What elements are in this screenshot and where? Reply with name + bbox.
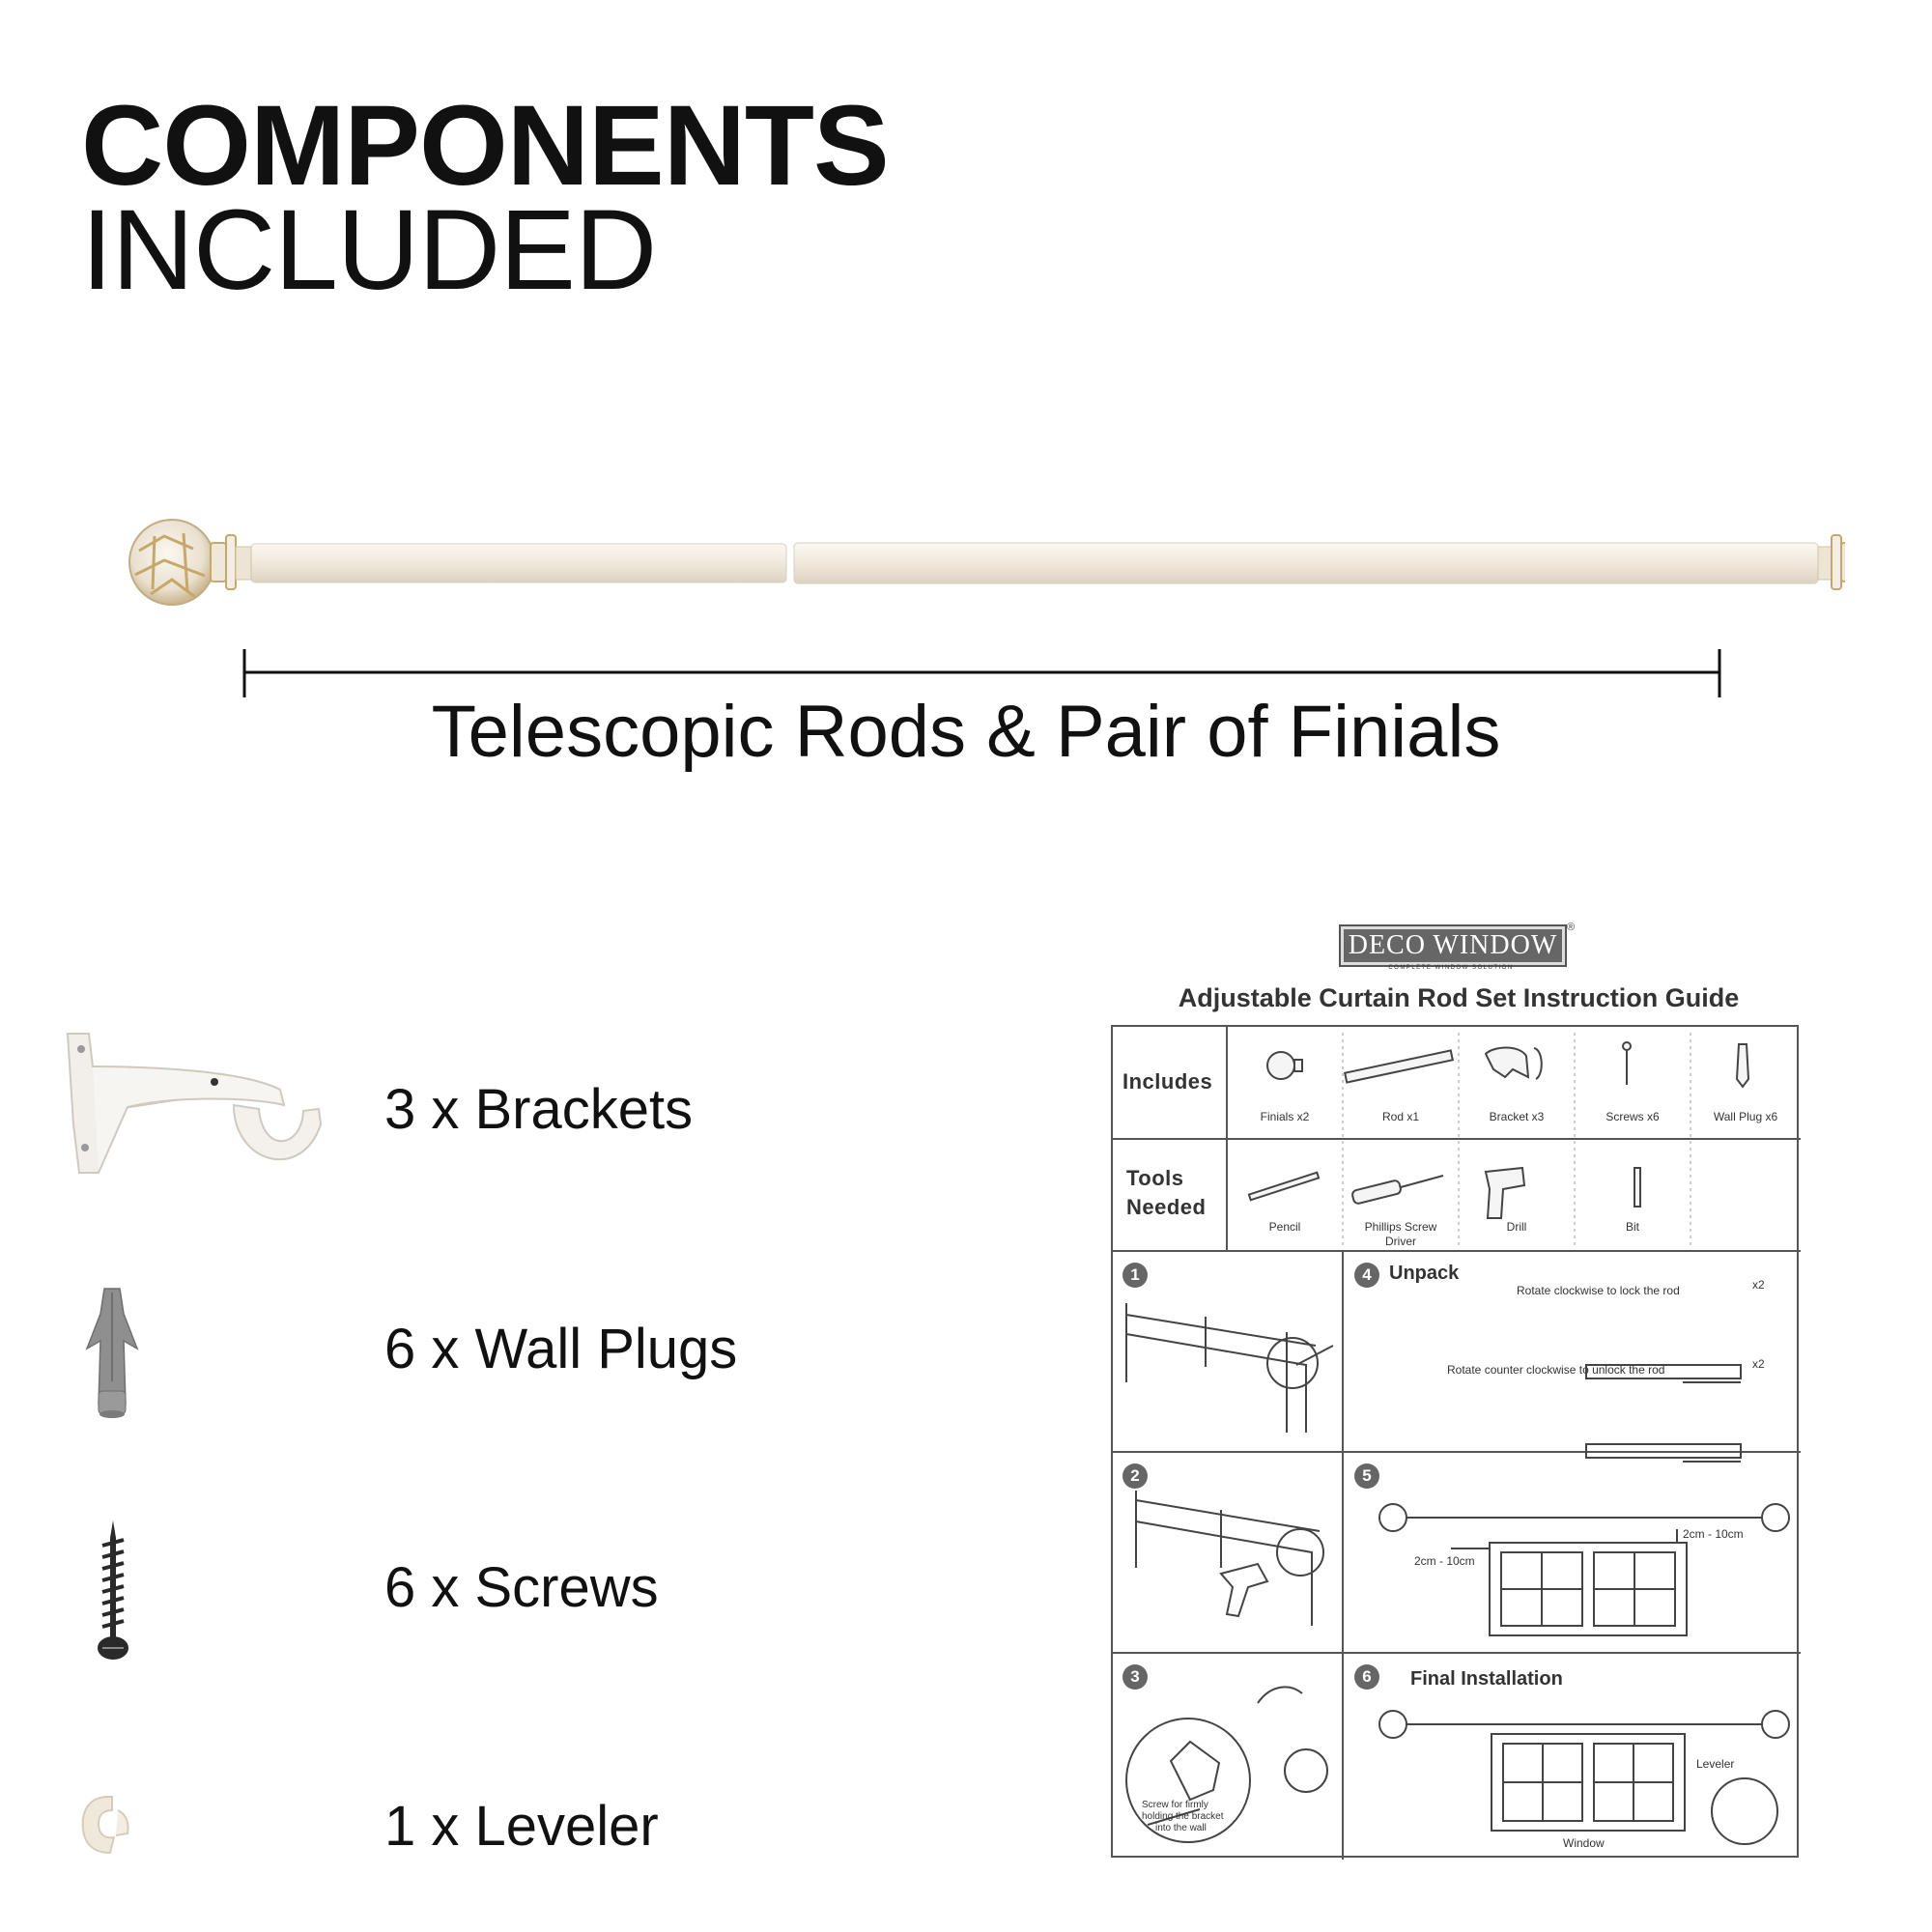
top-distance-label: 2cm - 10cm <box>1683 1527 1744 1541</box>
heading-line-2: INCLUDED <box>81 186 657 314</box>
rod-caption: Telescopic Rods & Pair of Finials <box>431 691 1501 773</box>
brand-tagline: COMPLETE WINDOW SOLUTION <box>1388 965 1514 971</box>
component-label-brackets: 3 x Brackets <box>384 1078 694 1141</box>
tool-screwdriver-line-2: Driver <box>1385 1235 1416 1248</box>
dimension-line <box>242 649 1721 697</box>
includes-heading: Includes <box>1122 1069 1213 1094</box>
side-distance-label: 2cm - 10cm <box>1414 1554 1475 1568</box>
screw-note-line-3: into the wall <box>1155 1823 1207 1833</box>
leveler-label: Leveler <box>1696 1757 1735 1771</box>
lock-instruction: Rotate clockwise to lock the rod <box>1517 1284 1680 1297</box>
screw-note-line-2: holding the bracket <box>1142 1811 1224 1822</box>
tool-pencil: Pencil <box>1268 1220 1301 1234</box>
component-label-leveler: 1 x Leveler <box>384 1795 659 1858</box>
component-label-screws: 6 x Screws <box>384 1556 659 1619</box>
include-wall-plug: Wall Plug x6 <box>1713 1110 1778 1123</box>
screw-icon <box>98 1520 128 1660</box>
guide-title: Adjustable Curtain Rod Set Instruction G… <box>1178 983 1740 1012</box>
include-screws: Screws x6 <box>1605 1110 1660 1123</box>
step-2-badge: 2 <box>1122 1463 1148 1489</box>
instruction-grid-lines <box>1113 1027 1801 1860</box>
include-rod: Rod x1 <box>1381 1110 1420 1123</box>
rod-inner-tube <box>250 543 787 583</box>
bracket-icon <box>66 1033 323 1174</box>
step-4-title: Unpack <box>1389 1263 1460 1284</box>
step-3-badge: 3 <box>1122 1664 1148 1690</box>
left-finial <box>128 519 252 606</box>
leveler-icon <box>81 1796 129 1855</box>
lock-count: x2 <box>1752 1278 1765 1292</box>
step-5-badge: 5 <box>1354 1463 1379 1489</box>
tools-heading-line-2: Needed <box>1126 1195 1207 1219</box>
unlock-instruction: Rotate counter clockwise to unlock the r… <box>1447 1363 1665 1377</box>
step-6-title: Final Installation <box>1410 1668 1563 1690</box>
window-label: Window <box>1563 1836 1605 1850</box>
tools-heading-line-1: Tools <box>1126 1166 1184 1190</box>
tool-screwdriver-line-1: Phillips Screw <box>1364 1220 1437 1234</box>
component-label-wall-plugs: 6 x Wall Plugs <box>384 1318 738 1380</box>
telescopic-rod-illustration <box>128 519 1845 697</box>
step-4-badge: 4 <box>1354 1263 1379 1288</box>
rod-outer-tube <box>793 542 1819 584</box>
right-finial <box>1817 534 1845 590</box>
brand-logo: DECO WINDOW <box>1339 924 1567 967</box>
screw-note-line-1: Screw for firmly <box>1142 1800 1208 1810</box>
tool-drill: Drill <box>1506 1220 1527 1234</box>
step-6-badge: 6 <box>1354 1664 1379 1690</box>
include-finials: Finials x2 <box>1260 1110 1310 1123</box>
brand-registered-mark: ® <box>1567 922 1576 933</box>
wall-plug-icon <box>85 1288 139 1418</box>
unlock-count: x2 <box>1752 1357 1765 1371</box>
include-bracket: Bracket x3 <box>1489 1110 1545 1123</box>
instruction-grid: Includes Finials x2 Rod x1 Bracket x3 Sc… <box>1111 1025 1801 1860</box>
step-1-badge: 1 <box>1122 1263 1148 1288</box>
heading-line-1: COMPONENTS <box>81 82 890 210</box>
tool-bit: Bit <box>1625 1220 1639 1234</box>
